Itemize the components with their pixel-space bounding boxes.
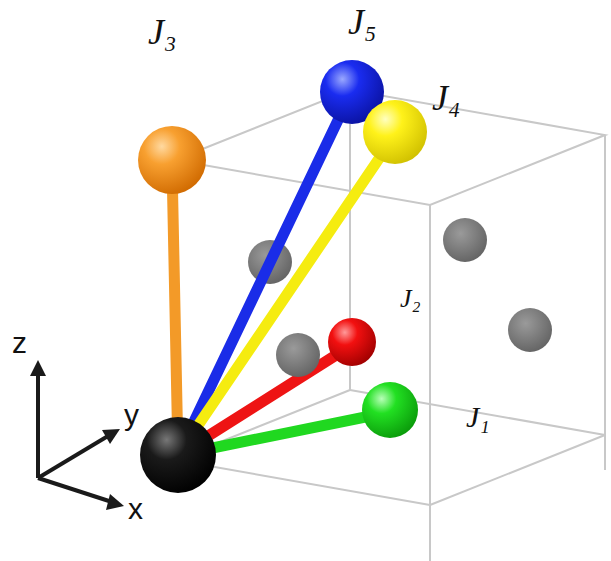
axis-label: x (128, 494, 143, 524)
central-atom (140, 417, 216, 493)
coupling-label: J₅ (348, 4, 377, 40)
coupling-label: J₃ (148, 14, 177, 50)
axis-label: y (124, 400, 139, 430)
axis-label: z (12, 328, 27, 358)
cube-outline (175, 90, 605, 561)
coupling-label: J₂ (400, 286, 421, 312)
coupling-label: J₁ (466, 402, 490, 432)
bonds (172, 95, 395, 455)
neighbour-atoms (138, 60, 427, 438)
coupling-label: J₄ (432, 80, 461, 116)
axes (30, 360, 124, 510)
face-atom (276, 333, 320, 377)
